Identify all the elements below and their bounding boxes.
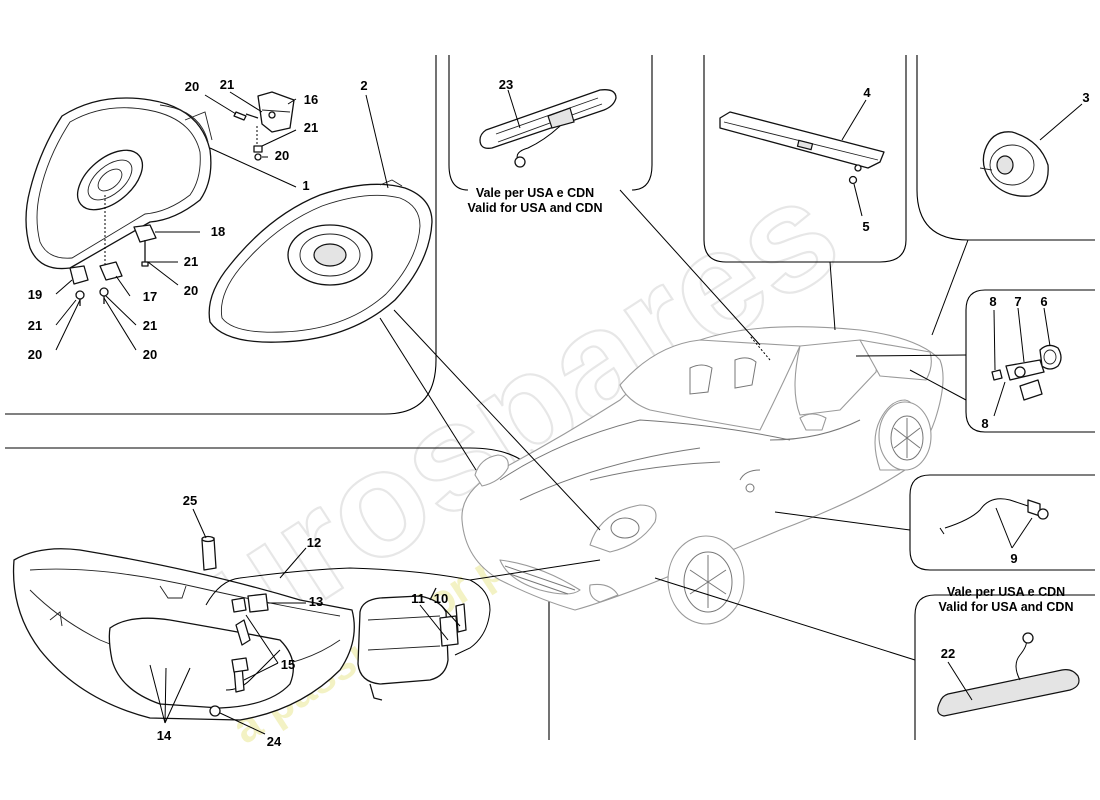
- temperature-sensor: [939, 498, 1049, 535]
- callout-20: 20: [184, 283, 198, 298]
- callout-21: 21: [143, 318, 157, 333]
- leader-lines: [55, 89, 1083, 735]
- callout-15: 15: [281, 657, 295, 672]
- usa-note-bottom: Vale per USA e CDN Valid for USA and CDN: [939, 585, 1074, 614]
- callout-8: 8: [981, 416, 988, 431]
- callout-19: 19: [28, 287, 42, 302]
- usa-note-top-en: Valid for USA and CDN: [468, 201, 603, 215]
- headlight-exploded: [25, 97, 258, 270]
- washer-hardware: [201, 535, 491, 717]
- usa-note-top: Vale per USA e CDN Valid for USA and CDN: [468, 186, 603, 215]
- callout-10: 10: [434, 591, 448, 606]
- switch-assembly: [991, 344, 1062, 401]
- callout-20: 20: [28, 347, 42, 362]
- callout-13: 13: [309, 594, 323, 609]
- callout-2: 2: [360, 78, 367, 93]
- callout-25: 25: [183, 493, 197, 508]
- callout-21: 21: [304, 120, 318, 135]
- callout-7: 7: [1014, 294, 1021, 309]
- headlight-hardware: [69, 91, 295, 306]
- usa-note-top-it: Vale per USA e CDN: [476, 186, 594, 200]
- callout-24: 24: [267, 734, 282, 749]
- callout-1: 1: [302, 178, 309, 193]
- callout-3: 3: [1082, 90, 1089, 105]
- callout-20: 20: [143, 347, 157, 362]
- car-body: [461, 326, 944, 625]
- callout-14: 14: [157, 728, 172, 743]
- callout-21: 21: [220, 77, 234, 92]
- callout-18: 18: [211, 224, 225, 239]
- callout-12: 12: [307, 535, 321, 550]
- callout-9: 9: [1010, 551, 1017, 566]
- callout-21: 21: [184, 254, 198, 269]
- callout-22: 22: [941, 646, 955, 661]
- usa-rear-reflector: [937, 632, 1080, 717]
- usa-side-light: [479, 89, 617, 168]
- callout-17: 17: [143, 289, 157, 304]
- callout-21: 21: [28, 318, 42, 333]
- callout-20: 20: [185, 79, 199, 94]
- callouts: 20 21 16 21 20 1 2 18 21 20 19 17 21 21 …: [28, 77, 1090, 749]
- usa-note-bottom-it: Vale per USA e CDN: [947, 585, 1065, 599]
- front-bumper: [12, 548, 355, 721]
- headlight-assembled: [208, 179, 433, 343]
- callout-20: 20: [275, 148, 289, 163]
- usa-note-bottom-en: Valid for USA and CDN: [939, 600, 1074, 614]
- callout-6: 6: [1040, 294, 1047, 309]
- horn: [979, 131, 1049, 197]
- strip-light: [719, 111, 885, 185]
- callout-8: 8: [989, 294, 996, 309]
- callout-11: 11: [411, 591, 425, 606]
- callout-5: 5: [862, 219, 869, 234]
- callout-23: 23: [499, 77, 513, 92]
- callout-4: 4: [863, 85, 871, 100]
- callout-16: 16: [304, 92, 318, 107]
